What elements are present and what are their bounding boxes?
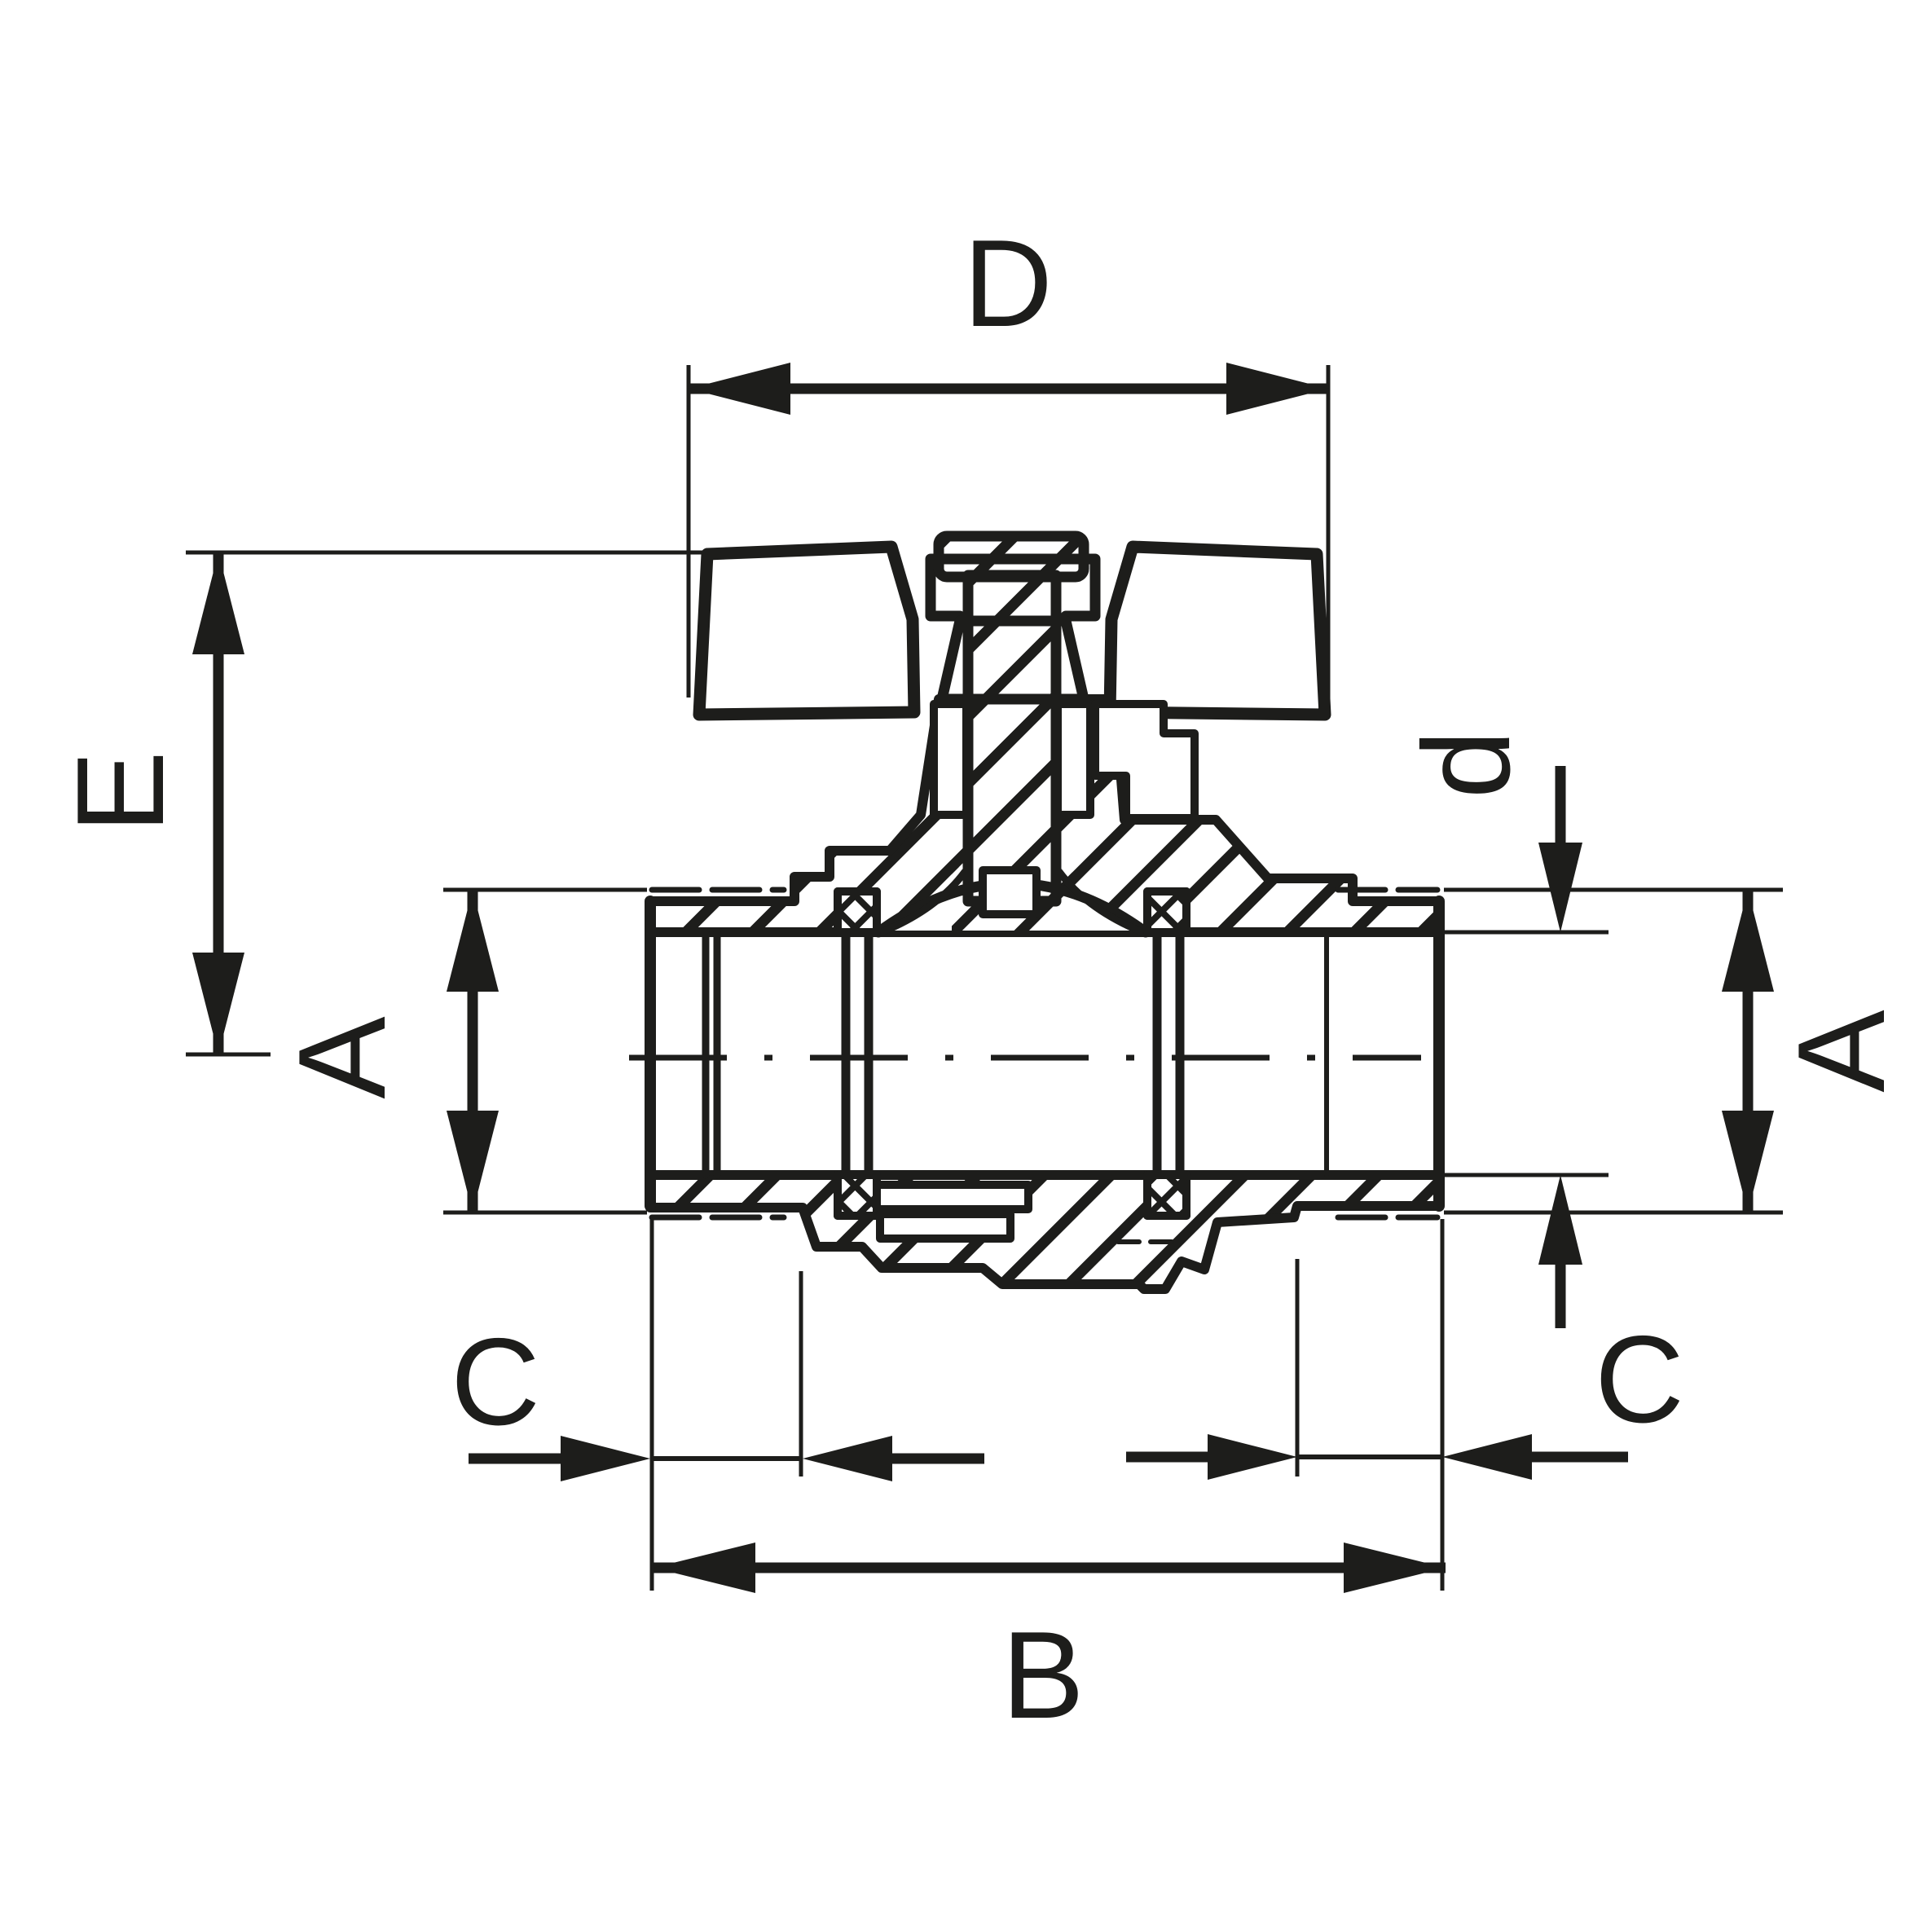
label-A-right: A (1772, 1010, 1911, 1093)
arrowhead-A-left-bottom-icon (447, 1111, 499, 1212)
label-B: B (1001, 1606, 1084, 1745)
label-D: D (963, 214, 1053, 353)
arrowhead-B-left-icon (654, 1543, 755, 1593)
seal-bottom-right-hatch (1143, 1171, 1190, 1220)
dimension-A-left: A (273, 887, 647, 1215)
dimension-B: B (654, 1543, 1446, 1745)
valve-body (645, 694, 1445, 1294)
arrowhead-C-right-b-icon (1442, 1434, 1532, 1480)
seat-seals (834, 887, 1190, 1220)
seal-top-right-hatch (1143, 887, 1190, 936)
dimension-A-right: A (1444, 887, 1911, 1215)
stem-tongue-slot (979, 866, 1041, 918)
seal-bottom-left-hatch (834, 1171, 881, 1220)
handle-right-wing (1103, 540, 1331, 721)
arrowhead-C-left-b-icon (803, 1436, 892, 1481)
label-C-right: C (1595, 1310, 1684, 1449)
arrowhead-d-upper-icon (1538, 843, 1582, 932)
arrowhead-A-right-bottom-icon (1722, 1111, 1774, 1212)
arrowhead-D-right-icon (1226, 363, 1328, 415)
dimensions: D E A A (51, 214, 1911, 1745)
label-A-left: A (273, 1016, 411, 1099)
ball-inner-arc-left (878, 868, 969, 936)
arrowhead-C-left-a-icon (561, 1436, 650, 1481)
label-E: E (51, 750, 190, 833)
packing-left (930, 700, 970, 819)
dimension-C-right: C (1126, 1219, 1684, 1591)
seal-top-left-hatch (834, 887, 881, 936)
stem-shaft (962, 570, 1062, 907)
arrowhead-E-bottom-icon (192, 953, 244, 1054)
arrowhead-d-lower-icon (1538, 1175, 1582, 1265)
arrowhead-A-left-top-icon (447, 890, 499, 992)
arrowhead-B-right-icon (1344, 1543, 1446, 1593)
arrowhead-A-right-top-icon (1722, 890, 1774, 992)
arrowhead-C-right-a-icon (1208, 1434, 1297, 1480)
body-lower-section (645, 1170, 1444, 1294)
arrowhead-E-top-icon (192, 552, 244, 654)
label-d: d (1397, 730, 1536, 799)
handle-and-stem (693, 530, 1331, 918)
gland-nut-right (1091, 700, 1199, 822)
dimension-D: D (686, 214, 1331, 712)
label-C-left: C (451, 1313, 540, 1451)
handle-left-wing (693, 540, 921, 721)
bottom-washer-slot-lower (876, 1210, 1014, 1243)
dimension-d: d (1397, 730, 1609, 1328)
bottom-washer-slot-upper (873, 1181, 1032, 1213)
ball-inner-arc-right (1055, 868, 1146, 936)
dimension-C-left: C (451, 1219, 984, 1591)
packing-right (1054, 700, 1094, 819)
dimension-E: E (51, 550, 707, 1057)
arrowhead-D-left-icon (689, 363, 790, 415)
